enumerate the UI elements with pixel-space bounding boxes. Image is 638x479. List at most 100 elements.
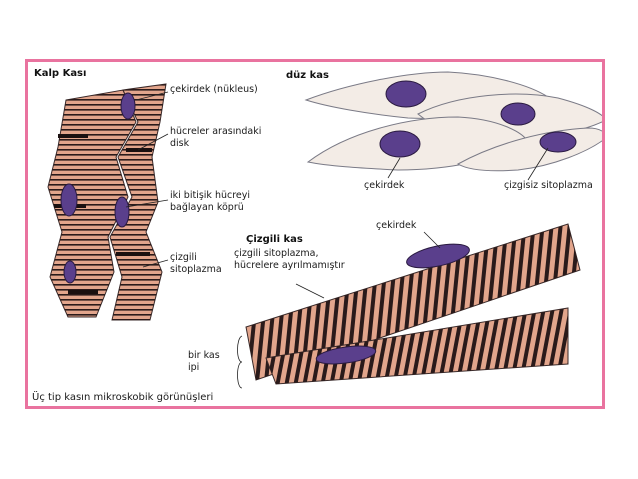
cardiac-stripe — [110, 299, 166, 301]
cardiac-stripe — [110, 319, 166, 320]
figure-caption: Üç tip kasın mikroskobik görünüşleri — [32, 392, 214, 403]
figure-frame: Kalp Kası düz kas Çizgili kas çekirdek (… — [25, 59, 605, 409]
cardiac-stripe — [110, 289, 166, 291]
cardiac-stripe — [48, 304, 136, 306]
cardiac-stripe — [48, 144, 136, 146]
cardiac-stripe — [110, 199, 166, 201]
cardiac-stripe — [110, 194, 166, 196]
cardiac-stripe — [48, 179, 136, 181]
smooth-nucleus-label: çekirdek — [364, 180, 405, 191]
cardiac-stripe — [48, 249, 136, 251]
cardiac-stripe — [110, 124, 166, 126]
skeletal-stripe — [490, 308, 512, 384]
cardiac-stripe — [110, 89, 166, 91]
cardiac-cytoplasm-label: çizgili sitoplazma — [170, 252, 222, 276]
cardiac-stripe — [110, 269, 166, 271]
skeletal-nucleus-1 — [406, 243, 470, 269]
smooth-muscle-drawing — [304, 71, 602, 172]
skeletal-cytoplasm-label-line2: hücrelere ayrılmamıştır — [234, 260, 345, 271]
cardiac-stripe — [110, 219, 166, 221]
smooth-nucleus-1 — [385, 80, 427, 108]
cardiac-stripe — [48, 309, 136, 311]
skeletal-stripe — [571, 297, 593, 392]
cardiac-stripe — [48, 229, 136, 231]
smooth-nucleus-3 — [379, 130, 421, 158]
cardiac-stripe — [48, 134, 136, 136]
cardiac-stripe — [110, 209, 166, 211]
cardiac-stripe — [110, 229, 166, 231]
cardiac-stripe — [48, 159, 136, 161]
cardiac-nucleus-2 — [60, 183, 78, 217]
cardiac-stripe — [48, 199, 136, 201]
cardiac-stripe — [48, 294, 136, 296]
skeletal-stripe — [499, 308, 521, 384]
cardiac-stripe — [110, 309, 166, 311]
intercalated-disc-label-line1: hücreler arasındaki — [170, 126, 262, 137]
cardiac-stripe — [48, 214, 136, 216]
cardiac-nucleus-3 — [114, 196, 130, 228]
cardiac-title: Kalp Kası — [34, 68, 87, 79]
skeletal-stripe — [578, 224, 580, 380]
cardiac-stripe — [48, 279, 136, 281]
cardiac-stripe — [110, 279, 166, 281]
cardiac-cytoplasm-label-line2: sitoplazma — [170, 264, 222, 275]
intercalated-disc-label-line2: disk — [170, 138, 190, 149]
cardiac-stripe — [110, 159, 166, 161]
bridge-label-line2: bağlayan köprü — [170, 202, 244, 213]
cardiac-stripe — [48, 314, 136, 316]
skeletal-stripe — [218, 212, 240, 392]
cardiac-stripe — [48, 184, 136, 186]
cardiac-stripe — [48, 219, 136, 221]
smooth-nucleus-4 — [539, 131, 577, 153]
cardiac-stripe — [110, 169, 166, 171]
cardiac-stripe — [48, 114, 136, 116]
cardiac-stripe — [110, 264, 166, 266]
cardiac-nucleus-label: çekirdek (nükleus) — [170, 84, 258, 95]
cardiac-stripe — [110, 109, 166, 111]
cardiac-stripe — [48, 259, 136, 261]
cardiac-stripe — [110, 294, 166, 296]
cardiac-stripe — [110, 134, 166, 136]
cardiac-stripe — [110, 179, 166, 181]
cardiac-stripe — [48, 244, 136, 246]
cardiac-stripe — [110, 154, 166, 156]
cardiac-stripe — [48, 99, 136, 101]
bridge-label-line1: iki bitişik hücreyi — [170, 190, 251, 201]
cardiac-stripe — [48, 224, 136, 226]
cardiac-stripe — [110, 224, 166, 226]
cardiac-nucleus-4 — [63, 260, 77, 284]
fiber-label-line2: ipi — [188, 362, 200, 373]
muscle-illustration — [38, 71, 602, 392]
cardiac-stripe — [110, 164, 166, 166]
cardiac-stripe — [48, 234, 136, 236]
cardiac-stripe — [48, 109, 136, 111]
cardiac-stripe — [38, 319, 178, 321]
cardiac-stripe — [110, 144, 166, 146]
skeletal-cytoplasm-label-line1: çizgili sitoplazma, — [234, 248, 319, 259]
cardiac-stripe — [48, 104, 136, 106]
fiber-label-line1: bir kas — [188, 350, 220, 361]
cardiac-stripe — [110, 174, 166, 176]
leader-lines — [125, 91, 549, 389]
cardiac-stripe — [48, 139, 136, 141]
smooth-title: düz kas — [286, 70, 329, 81]
cardiac-stripe — [48, 274, 136, 276]
skeletal-stripe — [580, 297, 602, 392]
cardiac-cytoplasm-label-line1: çizgili — [170, 252, 197, 263]
cardiac-stripe — [110, 214, 166, 216]
cardiac-stripe — [110, 314, 166, 316]
cardiac-stripe — [110, 119, 166, 121]
skeletal-stripe — [596, 212, 602, 392]
cardiac-stripe — [48, 204, 136, 206]
fiber-label: bir kas ipi — [188, 350, 220, 374]
cardiac-stripe — [48, 169, 136, 171]
cardiac-stripe — [48, 124, 136, 126]
smooth-cytoplasm-label: çizgisiz sitoplazma — [504, 180, 593, 191]
cardiac-stripe — [110, 244, 166, 246]
intercalated-disc-label: hücreler arasındaki disk — [170, 126, 261, 150]
cardiac-stripe — [48, 264, 136, 266]
cardiac-stripe — [48, 284, 136, 286]
skeletal-nucleus-2 — [315, 345, 377, 365]
cardiac-stripe — [110, 139, 166, 141]
cardiac-stripe — [48, 209, 136, 211]
